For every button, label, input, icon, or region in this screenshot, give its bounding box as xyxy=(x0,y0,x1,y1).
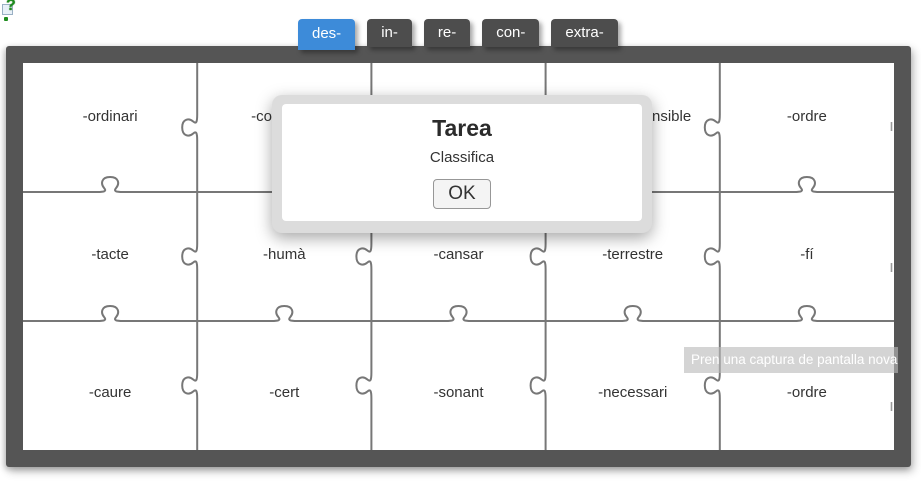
broken-image-help-icon[interactable]: ? xyxy=(2,0,20,22)
piece-label-r3c5[interactable]: -ordre xyxy=(786,383,827,401)
piece-label-r3c1[interactable]: -caure xyxy=(88,383,132,401)
screenshot-tooltip: Pren una captura de pantalla nova xyxy=(684,347,898,373)
piece-label-r1c5[interactable]: -ordre xyxy=(786,107,827,125)
piece-label-r2c5[interactable]: -fí xyxy=(800,245,814,263)
image-placeholder-icon xyxy=(2,4,13,15)
puzzle-board: -ordinari -co nsible -ordre -tacte -humà -cans… xyxy=(6,46,911,467)
piece-label-r3c4[interactable]: -necessari xyxy=(598,383,668,401)
dialog-title: Tarea xyxy=(432,115,492,141)
piece-label-r1c2[interactable]: -co xyxy=(251,107,272,125)
tab-in[interactable]: in- xyxy=(367,19,412,47)
task-dialog-body: Tarea Classifica OK xyxy=(282,104,642,221)
tab-re[interactable]: re- xyxy=(423,19,471,47)
green-dot-icon xyxy=(4,17,8,21)
piece-label-r3c2[interactable]: -cert xyxy=(269,383,300,401)
piece-label-r2c2[interactable]: -humà xyxy=(263,245,306,263)
task-dialog: Tarea Classifica OK xyxy=(272,95,652,233)
piece-label-r1c1[interactable]: -ordinari xyxy=(82,107,138,125)
tab-des[interactable]: des- xyxy=(298,19,356,50)
piece-label-r3c3[interactable]: -sonant xyxy=(433,383,484,401)
prefix-tab-bar: des-in-re-con-extra- xyxy=(298,19,618,50)
piece-labels: -ordinari -co nsible -ordre -tacte -humà -cans… xyxy=(23,63,894,450)
piece-label-r2c4[interactable]: -terrestre xyxy=(602,245,664,263)
tab-con[interactable]: con- xyxy=(482,19,540,47)
piece-label-r2c3[interactable]: -cansar xyxy=(433,245,484,263)
piece-label-r2c1[interactable]: -tacte xyxy=(91,245,129,263)
dialog-subtitle: Classifica xyxy=(429,149,495,166)
tab-extra[interactable]: extra- xyxy=(551,19,618,47)
piece-label-r1c4[interactable]: nsible xyxy=(652,107,692,125)
question-mark-icon: ? xyxy=(6,0,16,14)
ok-button[interactable]: OK xyxy=(433,179,491,209)
